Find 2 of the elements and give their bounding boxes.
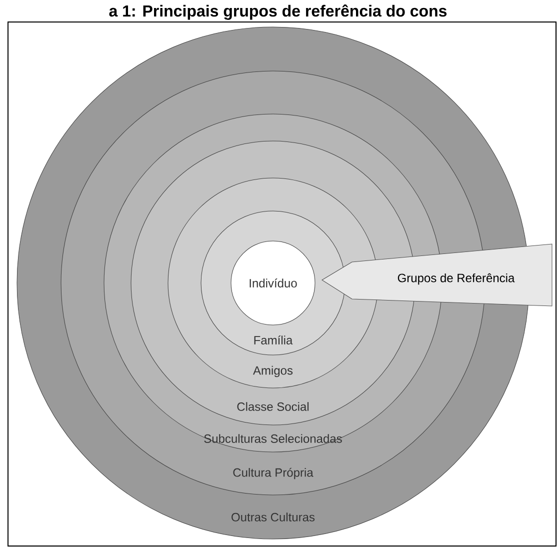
title: a 1: Principais grupos de referência do cons [109, 4, 447, 20]
callout-wedge: Grupos de Referência [322, 244, 552, 306]
